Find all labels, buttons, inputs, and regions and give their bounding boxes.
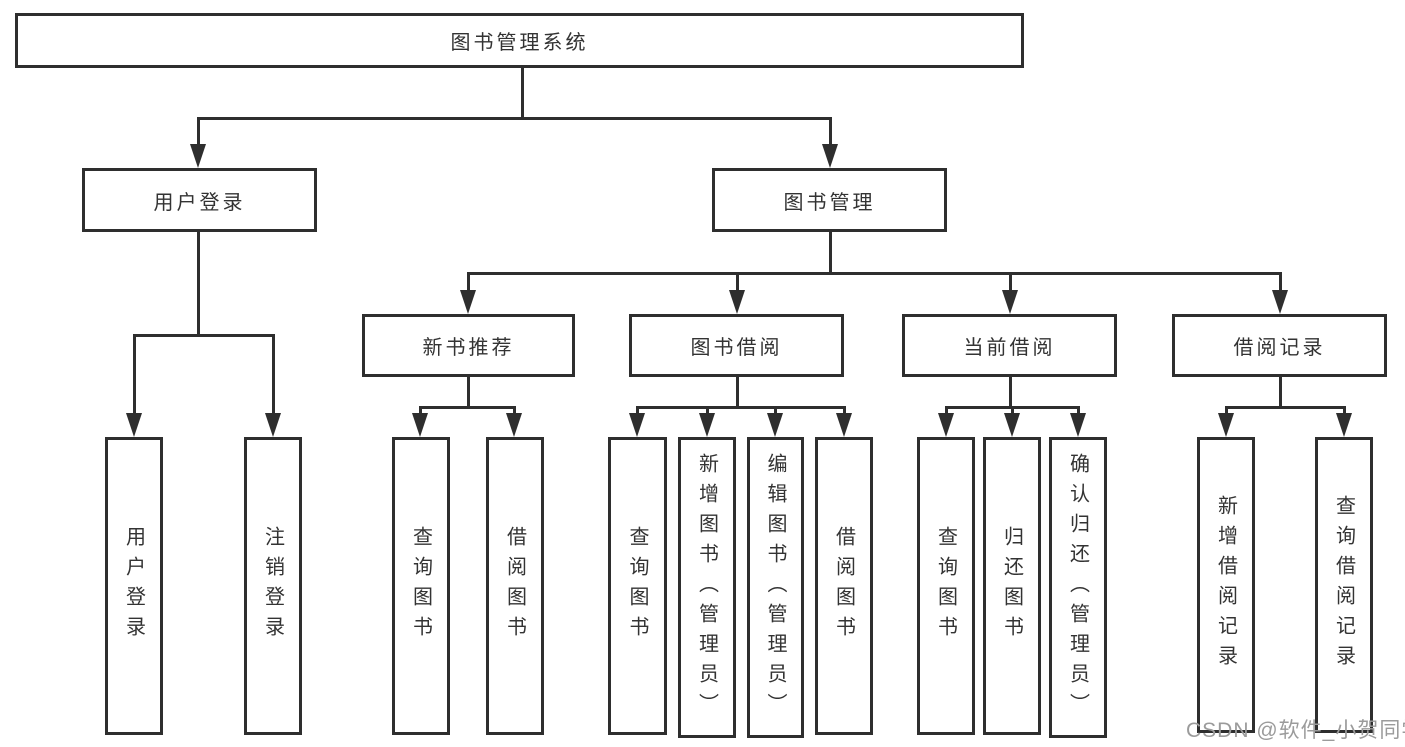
arrowhead-down-icon: [265, 413, 281, 437]
arrowhead-down-icon: [1218, 413, 1234, 437]
arrowhead-down-icon: [506, 413, 522, 437]
connector-vline: [467, 273, 470, 296]
node-logout: 注销登录: [244, 437, 302, 735]
node-current-borrow: 当前借阅: [902, 314, 1117, 377]
node-library-system: 图书管理系统: [15, 13, 1024, 68]
connector-hline: [197, 117, 832, 120]
arrowhead-down-icon: [822, 144, 838, 168]
node-label: 新增图书（管理员）: [695, 452, 718, 723]
node-user-login: 用户登录: [82, 168, 317, 232]
arrowhead-down-icon: [1336, 413, 1352, 437]
node-new-book-recommend: 新书推荐: [362, 314, 575, 377]
arrowhead-down-icon: [629, 413, 645, 437]
node-label: 图书管理: [783, 191, 876, 214]
connector-vline: [197, 230, 200, 337]
node-label: 查询图书: [626, 526, 648, 646]
node-user-login-leaf: 用户登录: [105, 437, 163, 735]
connector-vline: [829, 118, 832, 150]
node-borrow-books-recommend: 借阅图书: [486, 437, 544, 735]
arrowhead-down-icon: [460, 290, 476, 314]
connector-vline: [829, 230, 832, 275]
node-add-borrow-record: 新增借阅记录: [1197, 437, 1255, 733]
arrowhead-down-icon: [1004, 413, 1020, 437]
node-label: 确认归还（管理员）: [1066, 452, 1089, 723]
node-label: 编辑图书（管理员）: [764, 452, 786, 723]
node-borrow-records: 借阅记录: [1172, 314, 1387, 377]
node-label: 图书管理系统: [450, 32, 589, 54]
node-label: 用户登录: [122, 526, 145, 646]
connector-vline: [1009, 273, 1012, 296]
node-edit-book-admin: 编辑图书（管理员）: [747, 437, 804, 738]
connector-vline: [1279, 375, 1282, 409]
node-query-borrow-record: 查询借阅记录: [1315, 437, 1373, 733]
node-label: 查询借阅记录: [1332, 495, 1355, 675]
arrowhead-down-icon: [1002, 290, 1018, 314]
node-label: 归还图书: [1000, 526, 1023, 646]
node-book-borrow: 图书借阅: [629, 314, 844, 377]
arrowhead-down-icon: [190, 144, 206, 168]
connector-vline: [1279, 273, 1282, 296]
connector-vline: [272, 335, 275, 419]
arrowhead-down-icon: [412, 413, 428, 437]
connector-vline: [736, 375, 739, 409]
node-return-book: 归还图书: [983, 437, 1041, 735]
arrowhead-down-icon: [126, 413, 142, 437]
connector-vline: [133, 335, 136, 419]
node-query-books-recommend: 查询图书: [392, 437, 450, 735]
node-book-management: 图书管理: [712, 168, 947, 232]
node-query-books-borrow: 查询图书: [608, 437, 667, 735]
connector-vline: [736, 273, 739, 296]
arrowhead-down-icon: [938, 413, 954, 437]
node-label: 新增借阅记录: [1214, 495, 1237, 675]
connector-hline: [467, 272, 1282, 275]
node-add-book-admin: 新增图书（管理员）: [678, 437, 736, 738]
node-label: 借阅记录: [1233, 337, 1326, 359]
connector-vline: [197, 118, 200, 150]
node-label: 图书借阅: [690, 337, 783, 359]
node-label: 查询图书: [409, 526, 432, 646]
connector-hline: [133, 334, 275, 337]
arrowhead-down-icon: [699, 413, 715, 437]
connector-hline: [1225, 406, 1346, 409]
node-query-books-current: 查询图书: [917, 437, 975, 735]
node-label: 借阅图书: [832, 526, 855, 646]
connector-vline: [467, 375, 470, 409]
node-label: 借阅图书: [503, 526, 526, 646]
node-label: 注销登录: [261, 526, 284, 646]
node-label: 用户登录: [153, 191, 246, 214]
arrowhead-down-icon: [836, 413, 852, 437]
arrowhead-down-icon: [1272, 290, 1288, 314]
connector-vline: [1009, 375, 1012, 409]
node-label: 当前借阅: [963, 337, 1056, 359]
node-borrow-books-leaf: 借阅图书: [815, 437, 873, 735]
watermark: CSDN @软件_小贺同学: [1186, 719, 1405, 742]
arrowhead-down-icon: [1070, 413, 1086, 437]
connector-vline: [521, 66, 524, 120]
node-label: 新书推荐: [422, 337, 515, 359]
arrowhead-down-icon: [767, 413, 783, 437]
node-confirm-return-admin: 确认归还（管理员）: [1049, 437, 1107, 738]
node-label: 查询图书: [934, 526, 957, 646]
connector-hline: [636, 406, 846, 409]
arrowhead-down-icon: [729, 290, 745, 314]
